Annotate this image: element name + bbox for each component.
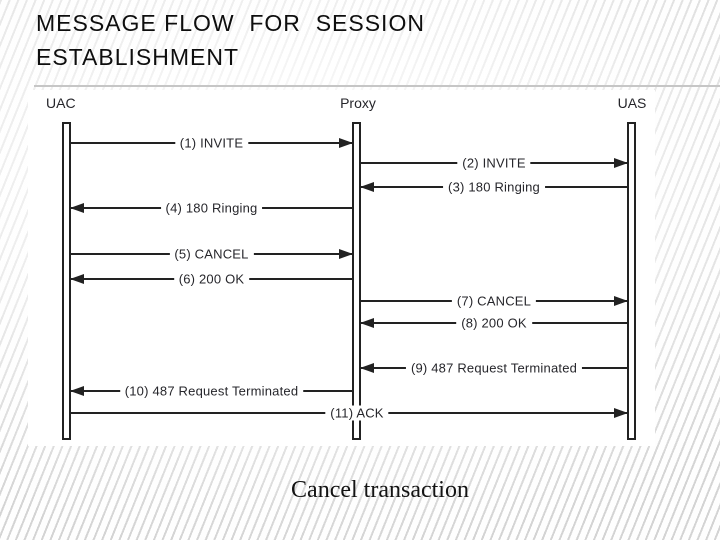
arrowhead-left-icon — [70, 274, 84, 284]
lifeline-uas — [627, 122, 636, 440]
message-arrow-10: (10) 487 Request Terminated — [70, 383, 352, 399]
arrowhead-left-icon — [360, 318, 374, 328]
message-label: (3) 180 Ringing — [443, 179, 545, 195]
arrowhead-right-icon — [339, 249, 353, 259]
message-arrow-9: (9) 487 Request Terminated — [360, 360, 627, 376]
message-label: (11) ACK — [325, 405, 389, 421]
message-label: (5) CANCEL — [169, 246, 254, 262]
message-arrow-5: (5) CANCEL — [71, 246, 353, 262]
message-arrow-1: (1) INVITE — [71, 135, 353, 151]
actor-label-uas: UAS — [617, 95, 647, 111]
arrowhead-left-icon — [70, 386, 84, 396]
arrowhead-right-icon — [614, 296, 628, 306]
message-arrow-8: (8) 200 OK — [360, 315, 627, 331]
actor-label-proxy: Proxy — [340, 95, 376, 111]
arrowhead-right-icon — [339, 138, 353, 148]
message-label: (1) INVITE — [174, 135, 249, 151]
lifeline-proxy — [352, 122, 361, 440]
actor-label-uac: UAC — [46, 95, 76, 111]
message-arrow-3: (3) 180 Ringing — [360, 179, 627, 195]
message-label: (6) 200 OK — [173, 271, 250, 287]
arrowhead-left-icon — [70, 203, 84, 213]
message-label: (9) 487 Request Terminated — [405, 360, 583, 376]
arrowhead-right-icon — [614, 408, 628, 418]
message-label: (7) CANCEL — [451, 293, 537, 309]
figure-caption: Cancel transaction — [291, 477, 469, 503]
message-arrow-6: (6) 200 OK — [70, 271, 352, 287]
message-arrow-2: (2) INVITE — [361, 155, 628, 171]
message-arrow-7: (7) CANCEL — [361, 293, 628, 309]
message-arrow-11: (11) ACK — [71, 405, 628, 421]
message-label: (2) INVITE — [457, 155, 531, 171]
arrowhead-left-icon — [360, 182, 374, 192]
message-arrow-4: (4) 180 Ringing — [70, 200, 352, 216]
slide-title: MESSAGE FLOW FOR SESSION ESTABLISHMENT — [36, 10, 425, 70]
sequence-diagram-panel: UAC Proxy UAS (1) INVITE (2) INVITE (3) 18… — [28, 90, 655, 446]
message-label: (10) 487 Request Terminated — [119, 383, 304, 399]
arrowhead-left-icon — [360, 363, 374, 373]
title-divider-line — [34, 85, 720, 87]
arrowhead-right-icon — [614, 158, 628, 168]
message-label: (8) 200 OK — [456, 315, 532, 331]
message-label: (4) 180 Ringing — [160, 200, 263, 216]
